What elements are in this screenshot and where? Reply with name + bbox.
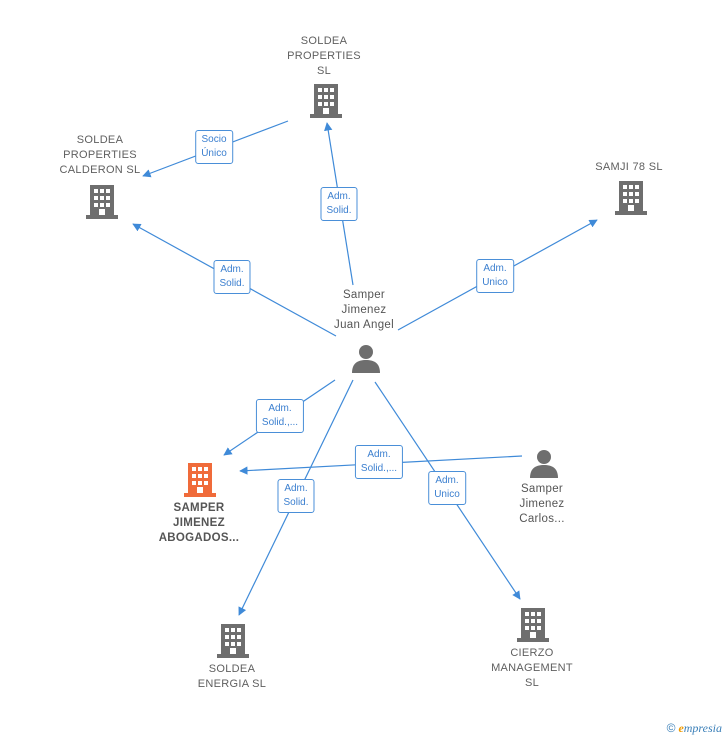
person-icon-juan-angel[interactable] [352, 345, 380, 373]
node-label-samji[interactable]: SAMJI 78 SL [595, 161, 663, 173]
edge-label-adm-solid-abogados-1[interactable]: Adm. Solid.,... [255, 399, 305, 433]
edge-label-adm-solid-energia[interactable]: Adm. Solid. [277, 479, 315, 513]
brand-logo-text: mpresia [683, 721, 722, 735]
building-icon-abogados[interactable] [184, 463, 216, 497]
brand-logo-initial: e [678, 721, 684, 735]
brand-footer[interactable]: © empresia [667, 721, 722, 736]
edge-label-adm-unico-cierzo[interactable]: Adm. Unico [428, 471, 466, 505]
building-icon-soldea-calderon[interactable] [86, 185, 118, 219]
person-icon-carlos[interactable] [530, 450, 558, 478]
building-icon-cierzo[interactable] [517, 608, 549, 642]
building-icon-soldea-properties[interactable] [310, 84, 342, 118]
node-label-abogados[interactable]: SAMPER JIMENEZ ABOGADOS... [158, 502, 240, 544]
node-label-juan-angel[interactable]: Samper Jimenez Juan Angel [334, 289, 394, 331]
edge-label-adm-solid-calderon[interactable]: Adm. Solid. [213, 260, 251, 294]
copyright-icon: © [666, 721, 676, 735]
edge-label-adm-unico-samji[interactable]: Adm. Unico [476, 259, 514, 293]
edge-label-socio-unico[interactable]: Socio Único [195, 130, 233, 164]
building-icon-samji[interactable] [615, 181, 647, 215]
node-label-carlos[interactable]: Samper Jimenez Carlos... [519, 483, 565, 525]
node-label-soldea-calderon[interactable]: SOLDEA PROPERTIES CALDERON SL [59, 134, 141, 176]
node-label-energia[interactable]: SOLDEA ENERGIA SL [197, 663, 267, 690]
edge-label-adm-solid-properties[interactable]: Adm. Solid. [320, 187, 358, 221]
building-icon-energia[interactable] [217, 624, 249, 658]
edge-label-adm-solid-abogados-2[interactable]: Adm. Solid.,... [354, 445, 404, 479]
node-label-soldea-properties[interactable]: SOLDEA PROPERTIES SL [287, 35, 361, 77]
node-label-cierzo[interactable]: CIERZO MANAGEMENT SL [491, 647, 573, 689]
